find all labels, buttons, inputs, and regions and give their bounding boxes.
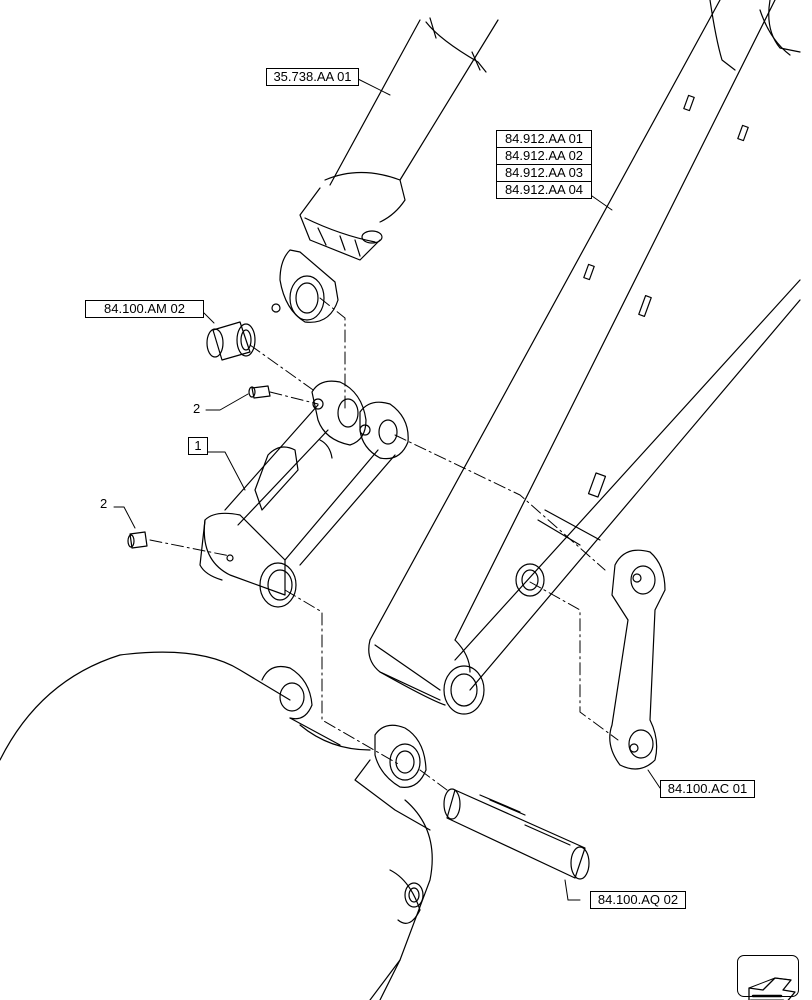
link-assembly: [199, 380, 409, 608]
grease-fitting-lower: [127, 531, 148, 549]
grease-fitting-upper: [248, 385, 271, 399]
hydraulic-cylinder: [271, 17, 499, 323]
link-rod-reference-label[interactable]: 84.100.AC 01: [660, 780, 755, 798]
bucket: [0, 651, 433, 1000]
pin: [443, 788, 590, 880]
boom-reference-label-2[interactable]: 84.912.AA 02: [496, 148, 592, 165]
next-page-button[interactable]: [737, 955, 799, 997]
boom-arm: [368, 0, 801, 715]
item-1-callout[interactable]: 1: [188, 437, 208, 455]
link-rod: [609, 549, 666, 770]
leader-lines: [113, 78, 661, 901]
fitting-upper-callout[interactable]: 2: [193, 401, 201, 416]
boom-reference-label-3[interactable]: 84.912.AA 03: [496, 165, 592, 182]
fitting-lower-callout[interactable]: 2: [100, 496, 108, 511]
bushing-reference-label[interactable]: 84.100.AM 02: [85, 300, 204, 318]
pin-reference-label[interactable]: 84.100.AQ 02: [590, 891, 686, 909]
bushing: [206, 321, 256, 361]
boom-reference-stack: 84.912.AA 01 84.912.AA 02 84.912.AA 03 8…: [496, 130, 592, 199]
cylinder-reference-label[interactable]: 35.738.AA 01: [266, 68, 359, 86]
center-lines: [149, 297, 619, 791]
boom-reference-label-4[interactable]: 84.912.AA 04: [496, 182, 592, 199]
boom-reference-label-1[interactable]: 84.912.AA 01: [496, 130, 592, 148]
